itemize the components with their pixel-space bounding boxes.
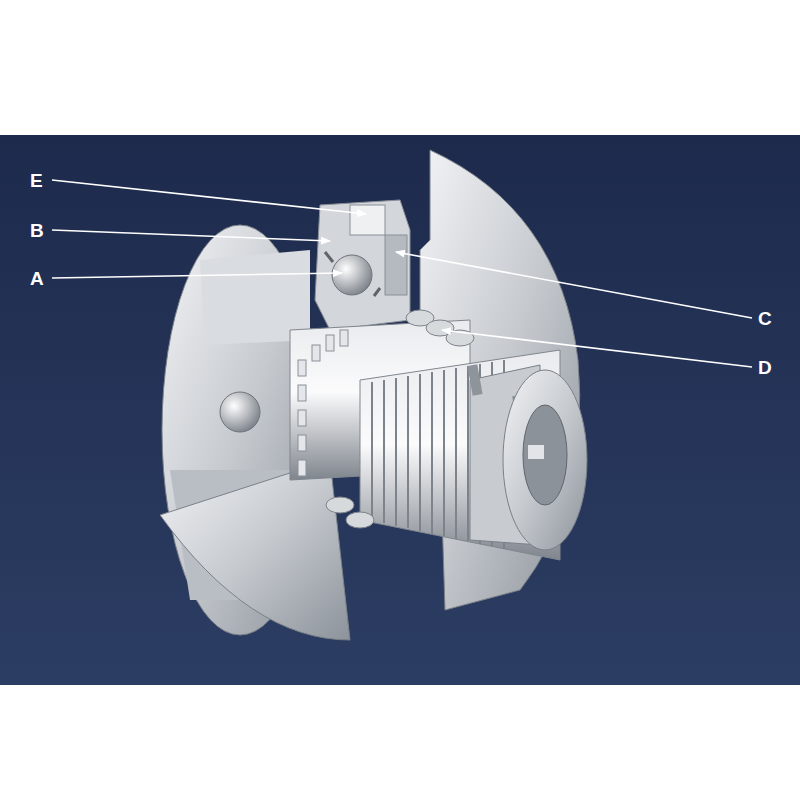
clutch-drawing — [160, 150, 587, 640]
callout-letter: C — [758, 309, 772, 328]
callout-letter: D — [758, 358, 772, 377]
callout-letter: A — [30, 269, 44, 288]
callout-letter: E — [30, 171, 43, 190]
leader-lines — [52, 180, 752, 367]
callout-letter: B — [30, 221, 44, 240]
blue-ground — [0, 135, 800, 685]
